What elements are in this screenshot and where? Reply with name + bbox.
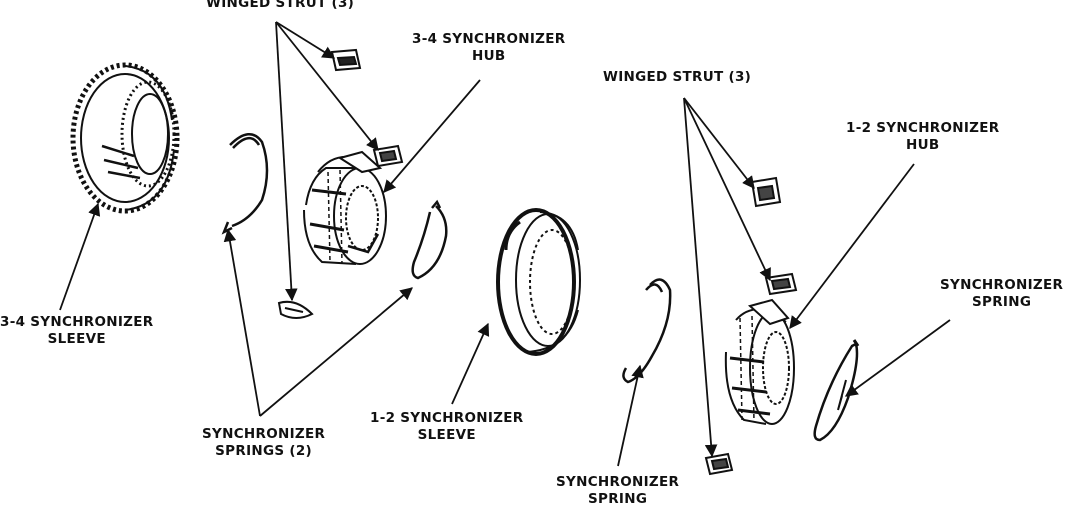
synchronizer-spring-left-upper	[221, 133, 269, 235]
label-hub-12: 1-2 SYNCHRONIZER HUB	[846, 120, 1000, 153]
winged-strut-right-middle	[764, 272, 798, 296]
sleeve-12-part	[496, 208, 581, 356]
label-winged-strut-left: WINGED STRUT (3)	[206, 0, 355, 11]
winged-strut-middle	[372, 144, 404, 168]
label-winged-strut-right: WINGED STRUT (3)	[603, 69, 752, 85]
synchronizer-spring-left-lower	[411, 199, 448, 280]
label-synchronizer-springs-2: SYNCHRONIZER SPRINGS (2)	[202, 426, 326, 459]
leader-lines	[59, 21, 951, 467]
label-synchronizer-spring-bottom: SYNCHRONIZER SPRING	[556, 474, 680, 507]
label-sleeve-34: 3-4 SYNCHRONIZER SLEEVE	[0, 314, 154, 347]
synchronizer-spring-right	[813, 339, 860, 442]
label-sleeve-12: 1-2 SYNCHRONIZER SLEEVE	[370, 410, 524, 443]
label-hub-34: 3-4 SYNCHRONIZER HUB	[412, 31, 566, 64]
winged-strut-top	[330, 48, 362, 72]
winged-strut-bottom	[277, 300, 314, 319]
hub-34-part	[303, 150, 387, 265]
hub-12-part	[724, 298, 795, 425]
sleeve-34-part	[70, 62, 180, 214]
winged-strut-right-bottom	[704, 452, 734, 476]
label-synchronizer-spring-right: SYNCHRONIZER SPRING	[940, 277, 1064, 310]
synchronizer-spring-middle	[622, 278, 672, 384]
winged-strut-right-top	[750, 176, 782, 208]
